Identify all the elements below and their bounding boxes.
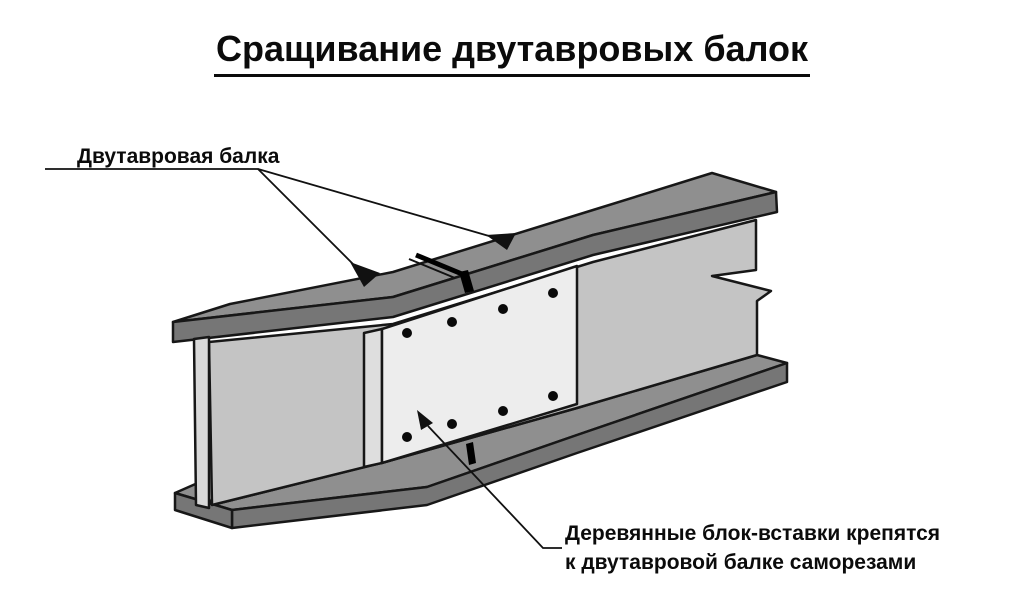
insert-callout-line2: к двутавровой балке саморезами [565, 551, 917, 574]
insert-callout-label: Деревянные блок-вставки крепятся к двута… [565, 519, 940, 577]
page-title: Сращивание двутавровых балок [0, 28, 1024, 77]
beam-callout-label: Двутавровая балка [77, 145, 280, 168]
screw-dot [498, 406, 508, 416]
top-flange-front-face [171, 190, 779, 344]
seam-gap-line [415, 252, 463, 277]
web-end-strip [192, 335, 211, 510]
arrowhead-icon [350, 262, 380, 287]
seam-front-gap [466, 442, 476, 465]
screw-dot [498, 304, 508, 314]
bottom-flange-front-face [230, 361, 789, 530]
seam-front-gap [459, 270, 474, 293]
leader-line [257, 168, 490, 237]
arrowhead-icon [486, 233, 516, 250]
screw-dot [447, 419, 457, 429]
screw-dot [548, 391, 558, 401]
block-insert [362, 264, 579, 469]
seam-edge-line [408, 258, 456, 279]
insert-callout-line1: Деревянные блок-вставки крепятся [565, 522, 941, 545]
screw-dot [402, 432, 412, 442]
leader-line [427, 425, 562, 549]
screw-dots [402, 288, 558, 442]
arrowhead-icon [417, 410, 433, 430]
beam-callout-leader [45, 168, 516, 287]
block-insert-side-face [362, 327, 384, 469]
screw-dot [548, 288, 558, 298]
insert-callout-leader [417, 410, 562, 549]
screw-dot [402, 328, 412, 338]
flange-joint-seam-top [408, 252, 474, 293]
flange-joint-seam-bottom [466, 442, 476, 465]
screw-dot [447, 317, 457, 327]
block-insert-front-face [380, 264, 579, 465]
top-flange [171, 171, 779, 344]
